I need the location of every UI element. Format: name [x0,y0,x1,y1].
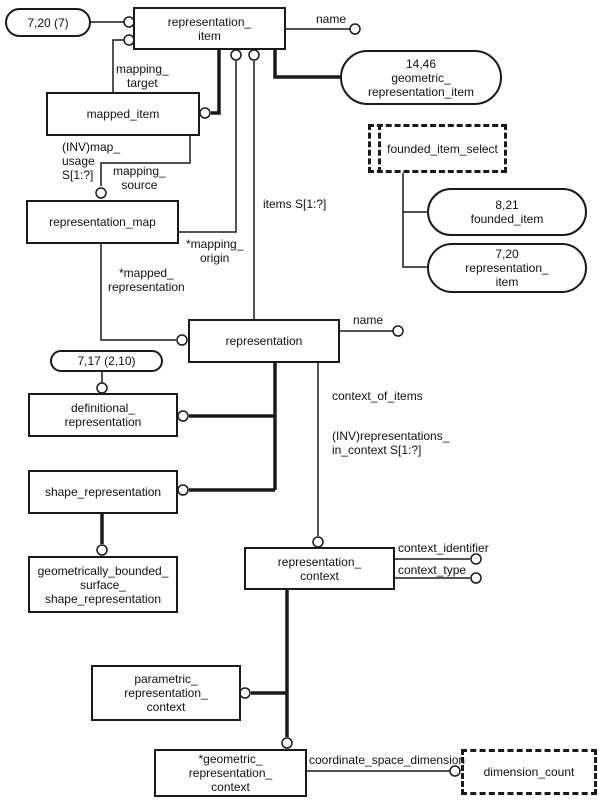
defined-type-dimension-count[interactable]: dimension_count [461,749,597,795]
circle-coordinate-space-dimension [449,765,461,777]
circle-items [248,49,260,61]
label-inv-representations-in-context: (INV)representations_ in_context S[1:?] [332,429,450,457]
entity-representation-map[interactable]: representation_map [26,200,179,244]
page-ref-7-17[interactable]: 7,17 (2,10) [50,350,163,372]
circle-mapped-representation [176,334,188,346]
circle-ref-7-17 [96,382,108,394]
entity-mapped-item[interactable]: mapped_item [46,92,200,136]
label-mapping-origin: *mapping_ origin [186,237,244,265]
entity-representation-context[interactable]: representation_ context [244,547,395,590]
entity-representation[interactable]: representation [188,319,340,363]
entity-geometrically-bounded-surface-shape-representation[interactable]: geometrically_bounded_ surface_ shape_re… [28,556,178,613]
circle-context-of-items [312,536,324,548]
entity-parametric-representation-context[interactable]: parametric_ representation_ context [91,665,241,721]
label-ri-name: name [316,12,347,26]
circle-definitional [177,410,189,422]
label-mapped-representation: *mapped_ representation [108,266,185,294]
circle-mapping-source [95,187,107,199]
label-context-of-items: context_of_items [332,389,423,403]
circle-rep-name [392,325,404,337]
line-subtype-mapped-item [211,49,221,115]
label-context-identifier: context_identifier [398,541,489,555]
line-mapping-origin [178,61,237,233]
circle-mapped-item [199,107,211,119]
line-select-representation-item [402,212,427,268]
select-marker [378,124,381,173]
entity-definitional-representation[interactable]: definitional_ representation [28,393,178,437]
page-ref-7-20-7[interactable]: 7,20 (7) [5,8,91,37]
circle-gbssr [96,544,108,556]
label-inv-map-usage: (INV)map_ usage S[1:?] [62,140,121,182]
entity-representation-item[interactable]: representation_ item [133,7,286,50]
line-select-founded-item [402,172,427,213]
line-subtype-geometric-representation-item [273,49,340,79]
page-ref-geometric-representation-item[interactable]: 14,46 geometric_ representation_item [340,50,502,105]
circle-mapping-origin [230,49,242,61]
page-ref-founded-item[interactable]: 8,21 founded_item [427,188,587,236]
line-mapped-representation [100,243,176,341]
page-ref-representation-item[interactable]: 7,20 representation_ item [427,243,587,293]
line-mapping-target [112,39,126,93]
label-mapping-source: mapping_ source [113,164,166,192]
label-mapping-target: mapping_ target [116,62,169,90]
label-rep-name: name [353,313,384,327]
circle-ri-name [349,23,361,35]
select-label: founded_item_select [387,141,498,156]
entity-shape-representation[interactable]: shape_representation [28,470,178,514]
circle-geometric-context [281,737,293,749]
label-items: items S[1:?] [263,197,327,211]
circle-shape [177,484,189,496]
label-context-type: context_type [398,563,467,577]
circle-context-identifier [470,553,482,565]
circle-context-type [470,572,482,584]
line-mapping-source [100,135,191,186]
entity-geometric-representation-context[interactable]: *geometric_ representation_ context [154,749,307,797]
select-founded-item-select[interactable]: founded_item_select [368,124,507,173]
label-coordinate-space-dimension: coordinate_space_dimension [309,753,466,767]
circle-parametric [239,687,251,699]
